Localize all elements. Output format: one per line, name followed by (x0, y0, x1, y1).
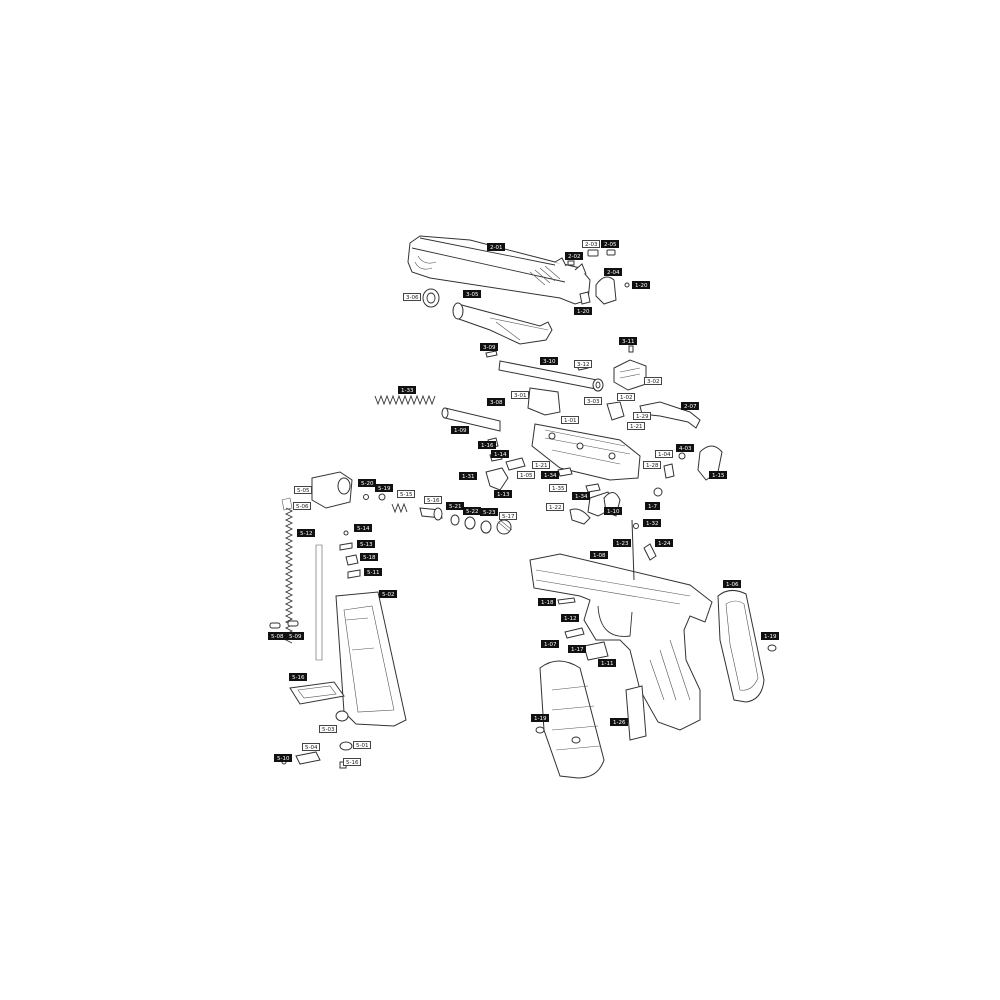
part-label-1-09: 1-09 (451, 426, 470, 434)
part-label-1-12: 1-12 (561, 614, 580, 622)
frame-small-parts (557, 597, 647, 741)
part-label-5-01: 5-01 (353, 741, 372, 749)
part-label-1-16: 1-16 (478, 441, 497, 449)
part-label-1-18: 1-18 (538, 598, 557, 606)
part-label-3-03: 3-03 (584, 397, 603, 405)
outer-barrel-part (422, 288, 553, 345)
magazine-internals (269, 497, 361, 661)
part-label-5-13: 5-13 (357, 540, 376, 548)
part-label-5-16-b: 5-16 (343, 758, 362, 766)
part-label-5-08: 5-08 (268, 632, 287, 640)
part-label-5-02: 5-02 (379, 590, 398, 598)
part-label-1-26: 1-26 (610, 718, 629, 726)
part-label-1-19-a: 1-19 (531, 714, 550, 722)
part-label-1-21-b: 1-21 (532, 461, 551, 469)
part-label-1-35: 1-35 (549, 484, 568, 492)
part-label-5-15: 5-15 (397, 490, 416, 498)
part-label-5-17: 5-17 (499, 512, 518, 520)
part-label-1-13: 1-13 (494, 490, 513, 498)
part-label-1-20-a: 1-20 (632, 281, 651, 289)
part-label-5-12: 5-12 (297, 529, 316, 537)
part-label-1-07: 1-07 (541, 640, 560, 648)
part-label-1-14: 1-14 (491, 450, 510, 458)
magazine-part (281, 591, 407, 769)
part-label-3-12: 3-12 (574, 360, 593, 368)
part-label-1-34-a: 1-34 (541, 471, 560, 479)
part-label-1-11: 1-11 (598, 659, 617, 667)
recoil-spring-part (374, 394, 501, 432)
part-label-2-02: 2-02 (565, 252, 584, 260)
part-label-1-01: 1-01 (561, 416, 580, 424)
left-grip-panel-part (535, 660, 605, 779)
part-label-3-05: 3-05 (463, 290, 482, 298)
part-label-1-15: 1-15 (709, 471, 728, 479)
slide-small-parts (567, 249, 630, 305)
part-label-2-01: 2-01 (487, 243, 506, 251)
part-label-5-06: 5-06 (293, 502, 312, 510)
part-label-3-09: 3-09 (480, 343, 499, 351)
part-label-1-24: 1-24 (655, 539, 674, 547)
part-label-2-07: 2-07 (681, 402, 700, 410)
part-label-5-05: 5-05 (294, 486, 313, 494)
part-label-5-09: 5-09 (286, 632, 305, 640)
part-label-1-29: 1-29 (633, 412, 652, 420)
part-label-5-23: 5-23 (480, 508, 499, 516)
part-label-5-03: 5-03 (319, 725, 338, 733)
part-label-1-23: 1-23 (613, 539, 632, 547)
part-label-5-16: 5-16 (424, 496, 443, 504)
part-label-1-19-b: 1-19 (761, 632, 780, 640)
part-label-2-05: 2-05 (601, 240, 620, 248)
frame-part (529, 519, 713, 731)
part-label-3-02: 3-02 (644, 377, 663, 385)
part-label-2-03: 2-03 (582, 240, 601, 248)
part-label-1-02: 1-02 (617, 393, 636, 401)
part-label-1-20-b: 1-20 (574, 307, 593, 315)
part-label-4-03: 4-03 (676, 444, 695, 452)
part-label-1-28: 1-28 (643, 461, 662, 469)
part-label-3-08: 3-08 (487, 398, 506, 406)
part-label-1-31: 1-31 (459, 472, 478, 480)
valve-parts-row (311, 471, 513, 535)
part-label-5-21: 5-21 (446, 502, 465, 510)
part-label-1-06: 1-06 (723, 580, 742, 588)
part-label-5-19: 5-19 (375, 484, 394, 492)
part-label-5-22: 5-22 (463, 507, 482, 515)
part-label-5-14: 5-14 (354, 524, 373, 532)
part-label-5-20: 5-20 (358, 479, 377, 487)
part-label-1-05: 1-05 (517, 471, 536, 479)
part-label-1-17: 1-17 (568, 645, 587, 653)
part-label-1-33: 1-33 (398, 386, 417, 394)
part-label-1-04: 1-04 (655, 450, 674, 458)
part-label-1-32: 1-32 (643, 519, 662, 527)
part-label-1-10: 1-10 (604, 507, 623, 515)
part-label-3-10: 3-10 (540, 357, 559, 365)
right-grip-panel-part (717, 590, 777, 703)
part-label-5-04: 5-04 (302, 743, 321, 751)
slide-part (407, 235, 591, 305)
inner-barrel-part (485, 345, 647, 392)
part-label-1-7: 1-7 (645, 502, 660, 510)
part-label-3-06: 3-06 (403, 293, 422, 301)
part-label-2-04: 2-04 (604, 268, 623, 276)
part-label-5-07: 5-16 (289, 673, 308, 681)
part-label-5-10: 5-10 (274, 754, 293, 762)
part-label-3-11: 3-11 (619, 337, 638, 345)
part-label-3-01: 3-01 (511, 391, 530, 399)
part-label-5-18: 5-18 (360, 553, 379, 561)
part-label-1-22: 1-22 (546, 503, 565, 511)
part-label-1-34-b: 1-34 (572, 492, 591, 500)
part-label-1-08: 1-08 (590, 551, 609, 559)
gearbox-part (527, 387, 723, 497)
part-label-5-11: 5-11 (364, 568, 383, 576)
part-label-1-21-a: 1-21 (627, 422, 646, 430)
